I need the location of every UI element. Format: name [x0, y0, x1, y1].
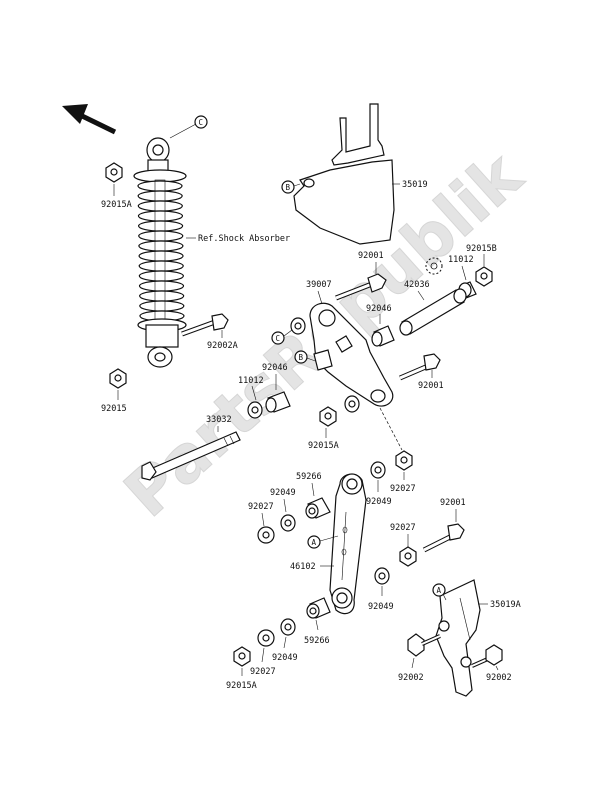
label-92002-right: 92002	[486, 673, 512, 683]
washer-arm-bottom	[344, 395, 360, 413]
bolt-92002-left	[407, 633, 441, 657]
label-59266-low: 59266	[304, 636, 330, 646]
nut-92027-right	[395, 450, 413, 471]
label-92015a-bot: 92015A	[226, 681, 257, 691]
callout-b-bracket-text: B	[286, 183, 291, 192]
label-92046-right: 92046	[366, 304, 392, 314]
bush-92046-right	[371, 325, 395, 347]
label-92027-low: 92027	[390, 523, 416, 533]
nut-92027-low	[399, 546, 417, 567]
callout-a-link-text: A	[312, 538, 317, 547]
bush-92046-left	[265, 391, 291, 413]
callout-a-plate-text: A	[437, 586, 442, 595]
bush-59266-top	[305, 497, 331, 519]
rocker-arm-39007	[309, 302, 394, 407]
callout-c-arm	[271, 331, 285, 345]
spring-coil	[139, 290, 185, 302]
label-92001-top: 92001	[358, 251, 384, 261]
washer-92049-bot	[280, 618, 296, 636]
label-35019a: 35019A	[490, 600, 521, 610]
label-46102: 46102	[290, 562, 316, 572]
spring-coil	[138, 230, 184, 242]
label-42036: 42036	[404, 280, 430, 290]
spring-coil	[138, 260, 184, 272]
label-92049-low: 92049	[368, 602, 394, 612]
spring-coil	[138, 280, 185, 292]
spring-coil	[138, 270, 184, 282]
bolt-33032	[141, 431, 241, 481]
label-92015a-mid: 92015A	[308, 441, 339, 451]
callout-b-arm-text: B	[299, 353, 304, 362]
mudguard-35019	[293, 103, 395, 245]
bolt-92002a	[181, 313, 229, 337]
spring-coil	[138, 240, 184, 252]
direction-arrow-icon	[62, 104, 117, 135]
link-46102	[329, 473, 367, 615]
label-92027-right: 92027	[390, 484, 416, 494]
label-92001-mid: 92001	[418, 381, 444, 391]
spring-coil	[138, 250, 184, 262]
washer-92027-left	[257, 526, 275, 544]
bolt-92002-right	[471, 644, 503, 668]
label-92046-left: 92046	[262, 363, 288, 373]
label-92015: 92015	[101, 404, 127, 414]
shock-absorber	[133, 137, 187, 368]
callout-c-shock	[194, 115, 208, 129]
label-92049-bot: 92049	[272, 653, 298, 663]
label-92002-left: 92002	[398, 673, 424, 683]
sleeve-11012-left	[247, 401, 263, 419]
gear-icon	[425, 257, 443, 275]
bracket-stub	[313, 349, 333, 371]
callout-b-arm	[294, 350, 308, 364]
spring-coil	[139, 300, 185, 312]
label-92015a-top: 92015A	[101, 200, 132, 210]
spring-coil	[138, 220, 184, 232]
nut-92015a-mid	[319, 406, 337, 427]
callout-a-link	[307, 535, 321, 549]
callout-c-arm-text: C	[276, 334, 281, 343]
nut-92015a-top	[105, 162, 123, 183]
label-92049-right: 92049	[366, 497, 392, 507]
nut-92015b	[475, 266, 493, 287]
washer-arm-left	[290, 317, 306, 335]
washer-92049-low	[374, 567, 390, 585]
spring-coil	[137, 180, 183, 192]
label-35019: 35019	[402, 180, 428, 190]
spring-coil	[137, 200, 183, 212]
spring-coil	[137, 210, 184, 222]
nut-92015	[109, 368, 127, 389]
washer-92049-left	[280, 514, 296, 532]
plate-35019a	[435, 579, 481, 697]
label-92049-left: 92049	[270, 488, 296, 498]
label-39007: 39007	[306, 280, 332, 290]
label-92002a: 92002A	[207, 341, 238, 351]
label-11012-right: 11012	[448, 255, 474, 265]
callout-c-shock-text: C	[199, 118, 204, 127]
bolt-92001-mid	[399, 353, 441, 381]
label-ref-shock: Ref.Shock Absorber	[198, 234, 290, 244]
label-92027-bot: 92027	[250, 667, 276, 677]
nut-92015a-bot	[233, 646, 251, 667]
label-92027-left: 92027	[248, 502, 274, 512]
spring-coil	[137, 190, 183, 202]
bolt-92001-top	[335, 273, 387, 301]
label-11012-left: 11012	[238, 376, 264, 386]
washer-92027-bot	[257, 629, 275, 647]
label-92001-low: 92001	[440, 498, 466, 508]
label-92015b: 92015B	[466, 244, 497, 254]
washer-92049-right	[370, 461, 386, 479]
pipe-42036	[399, 288, 467, 336]
label-33032: 33032	[206, 415, 232, 425]
label-59266-top: 59266	[296, 472, 322, 482]
bush-59266-low	[306, 597, 331, 619]
callout-b-bracket	[281, 180, 295, 194]
callout-a-plate	[432, 583, 446, 597]
bolt-92001-low	[422, 523, 465, 553]
